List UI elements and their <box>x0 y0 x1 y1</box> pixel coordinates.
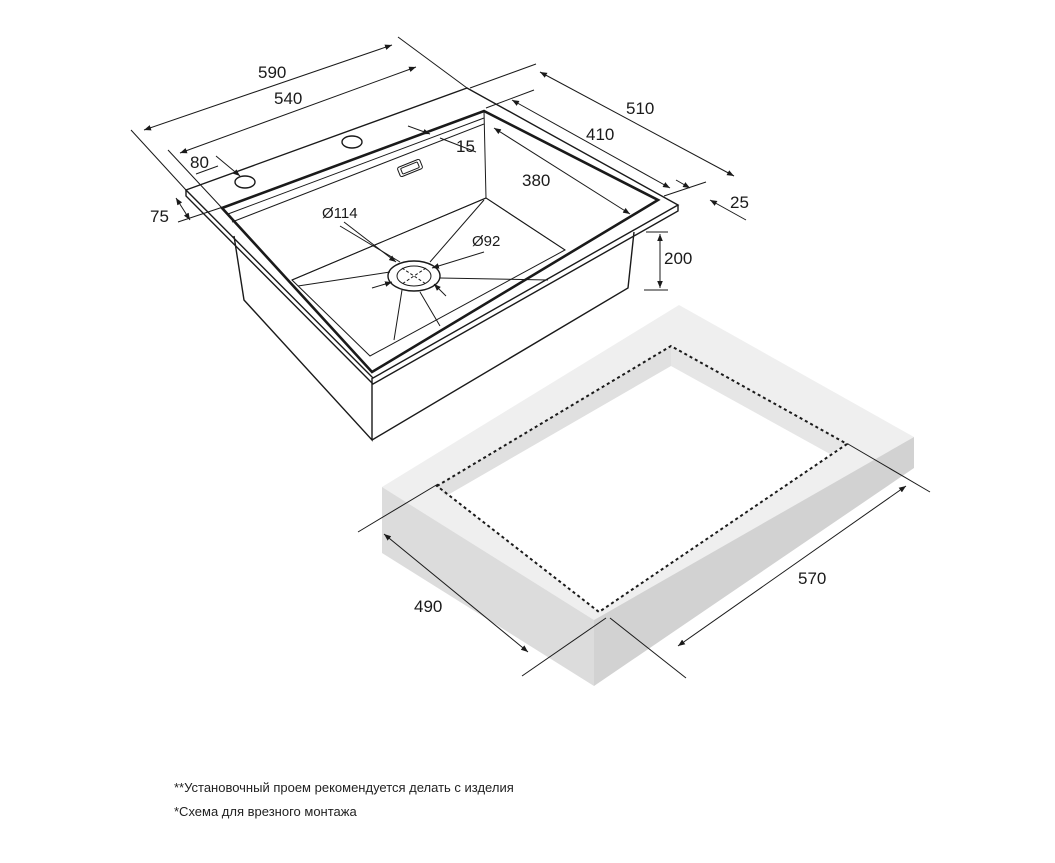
label-380: 380 <box>522 171 550 190</box>
label-590: 590 <box>258 63 286 82</box>
ext-570-left <box>609 617 687 679</box>
label-570: 570 <box>798 569 826 588</box>
tap-hole-front <box>234 175 256 189</box>
dimension-labels: 590 540 510 410 380 80 75 15 25 200 Ø114… <box>150 63 826 616</box>
dim-line-540 <box>179 66 417 154</box>
overflow-slot <box>397 158 423 178</box>
dim-line-80 <box>215 155 241 177</box>
dim-line-590 <box>143 44 393 131</box>
flush-mount-scheme-note: *Схема для врезного монтажа <box>174 804 357 819</box>
ext-540-left <box>167 149 223 209</box>
label-200: 200 <box>664 249 692 268</box>
cutout-inner-wall-right <box>671 346 847 454</box>
drain-inner-ring <box>396 265 432 287</box>
label-540: 540 <box>274 89 302 108</box>
ext-570-right <box>847 443 931 493</box>
sink-back-ledge <box>227 117 485 223</box>
drain-crosshair-b <box>401 267 427 285</box>
drain-outer-ring <box>387 260 441 292</box>
countertop-top-surface <box>382 305 914 620</box>
label-75: 75 <box>150 207 169 226</box>
ext-490-bottom <box>521 617 607 677</box>
dim-line-25-b <box>709 199 747 221</box>
dim-line-75 <box>175 197 191 221</box>
ext-25-a <box>663 181 707 197</box>
dim-line-570 <box>677 485 907 647</box>
cutout-recommendation-note: **Установочный проем рекомендуется делат… <box>174 780 514 795</box>
dim-line-510 <box>539 71 735 177</box>
label-15: 15 <box>456 137 475 156</box>
sink-rim-thickness <box>185 190 679 385</box>
overflow-slot-inner <box>400 161 420 175</box>
label-dia114: Ø114 <box>322 205 358 222</box>
label-25: 25 <box>730 193 749 212</box>
ext-590-left <box>130 129 187 191</box>
dim-line-15 <box>407 125 431 135</box>
tap-hole-back <box>341 135 363 149</box>
sink-bowl-wall-back-right <box>483 110 659 251</box>
label-dia92: Ø92 <box>472 233 500 250</box>
dim-line-25-a <box>675 179 691 189</box>
drain-grooves <box>297 199 549 341</box>
dim-line-490 <box>383 533 529 653</box>
ext-510-top <box>469 63 537 89</box>
dim-line-380 <box>493 127 631 215</box>
label-510: 510 <box>626 99 654 118</box>
ext-80 <box>195 165 219 175</box>
sink-bowl-bottom <box>291 197 566 357</box>
ext-590-right <box>397 36 468 89</box>
dimension-lines <box>130 36 931 679</box>
label-80: 80 <box>190 153 209 172</box>
drain-crosshair-a <box>401 267 427 285</box>
countertop-side-right <box>594 437 914 686</box>
leader-dia92 <box>431 251 485 269</box>
cutout-dotted-outline <box>435 344 849 614</box>
leader-15 <box>439 137 477 153</box>
ext-75 <box>177 205 227 223</box>
label-410: 410 <box>586 125 614 144</box>
ext-490-top <box>357 483 439 533</box>
sink-outer-wall <box>233 231 635 442</box>
leader-dia114-stub <box>371 281 393 289</box>
leader-dia92-stub <box>433 283 447 297</box>
label-490: 490 <box>414 597 442 616</box>
countertop <box>382 305 914 686</box>
leader-dia114 <box>343 221 397 263</box>
sink-bowl-opening <box>219 109 661 374</box>
cutout-inner-wall-left <box>437 346 671 496</box>
ext-410-top <box>485 89 535 109</box>
